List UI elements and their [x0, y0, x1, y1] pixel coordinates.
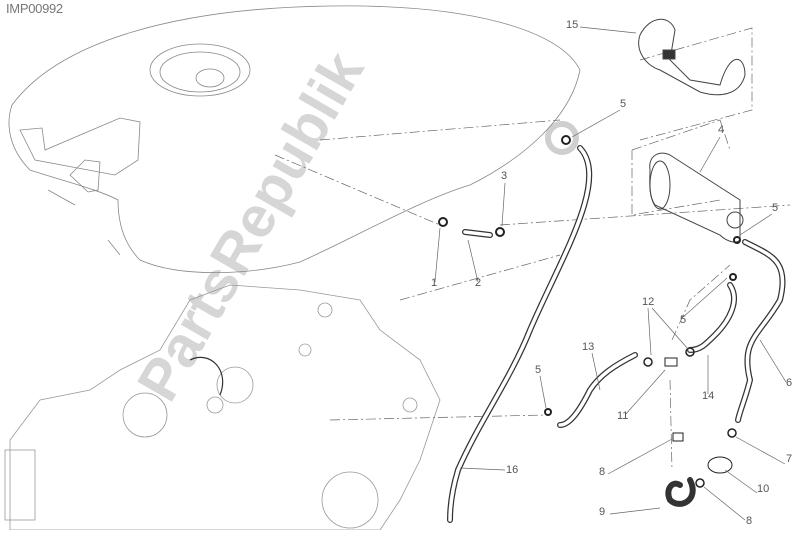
callout-6: 6	[786, 377, 793, 389]
svg-text:PartsRepublik: PartsRepublik	[125, 41, 377, 412]
leader-lines	[434, 26, 787, 521]
callout-13: 13	[582, 341, 595, 353]
callout-3: 3	[501, 170, 508, 182]
engine-assembly	[4, 284, 441, 531]
assembly-lines	[274, 27, 791, 471]
part-4-canister	[649, 152, 744, 243]
callout-14: 14	[702, 390, 715, 402]
callout-15: 15	[566, 19, 579, 31]
callout-5: 5	[772, 202, 779, 214]
callout-16: 16	[506, 464, 519, 476]
watermark-gear-icon	[545, 121, 579, 155]
callout-7: 7	[786, 453, 793, 465]
clamps	[438, 135, 741, 488]
callout-2: 2	[475, 277, 482, 289]
callout-5: 5	[680, 314, 687, 326]
document-id: IMP00992	[6, 1, 63, 16]
callout-1: 1	[431, 277, 438, 289]
hoses	[447, 145, 786, 523]
callout-5: 5	[620, 98, 627, 110]
callout-11: 11	[617, 410, 629, 422]
callout-4: 4	[718, 124, 725, 136]
callout-9: 9	[599, 506, 606, 518]
callout-8: 8	[746, 515, 753, 527]
callout-5: 5	[535, 364, 542, 376]
watermark: PartsRepublik	[125, 41, 377, 412]
callout-12: 12	[642, 296, 655, 308]
fuel-tank	[8, 5, 581, 273]
callout-8: 8	[599, 466, 606, 478]
part-15-bracket	[638, 18, 746, 96]
callout-10: 10	[757, 483, 770, 495]
